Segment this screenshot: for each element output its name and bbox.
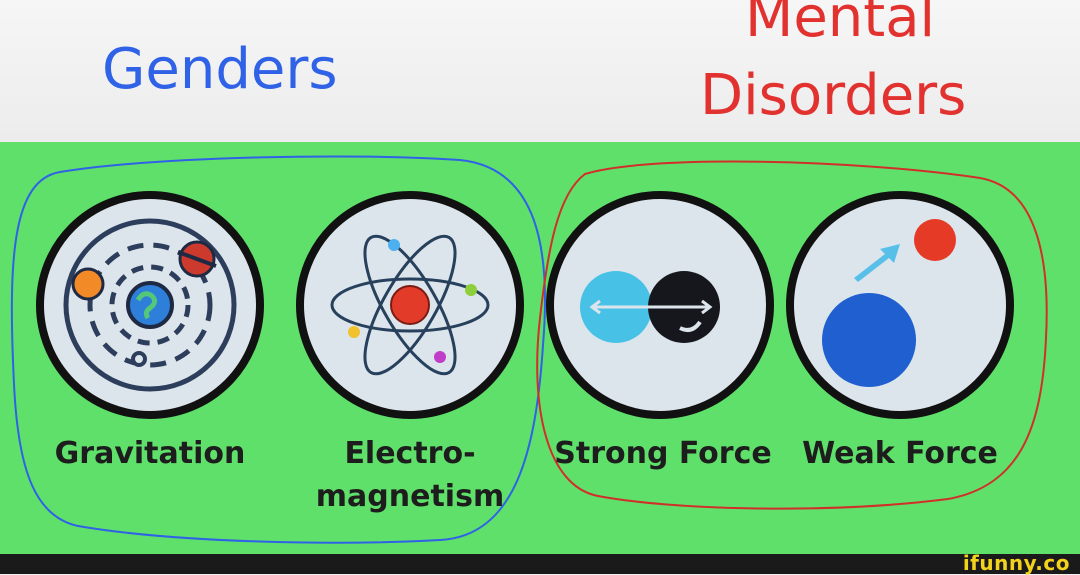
disorders-group-outline	[536, 160, 1048, 510]
disorders-label: Disorders	[700, 63, 967, 128]
gravitation-icon	[36, 191, 264, 419]
footer-bar	[0, 554, 1080, 574]
watermark: ifunny.co	[962, 551, 1070, 575]
electromagnetism-caption-line1: Electro-	[344, 436, 476, 471]
atom-icon	[296, 191, 524, 419]
strong-force-icon	[546, 191, 774, 419]
mental-label: Mental	[745, 0, 936, 50]
genders-group-outline	[10, 155, 547, 544]
header-band	[0, 0, 1080, 142]
electromagnetism-caption-line2: magnetism	[315, 479, 505, 514]
genders-label: Genders	[102, 37, 338, 102]
gravitation-caption: Gravitation	[54, 436, 246, 471]
weak-force-icon	[786, 191, 1014, 419]
strong-force-caption: Strong Force	[554, 436, 772, 471]
weak-force-caption: Weak Force	[802, 436, 998, 471]
